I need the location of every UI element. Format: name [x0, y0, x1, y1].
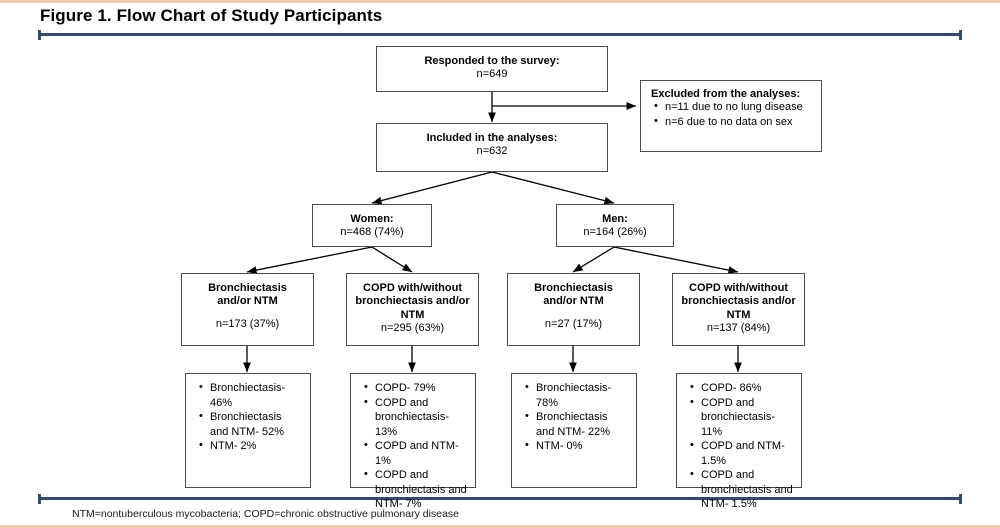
node-women-copd-value: n=295 (63%) — [380, 322, 445, 335]
divider-cap-left — [38, 494, 41, 504]
connector-men-to-bronchiectasis — [572, 246, 615, 273]
node-men-bronchiectasis-line-1: and/or NTM — [543, 295, 604, 308]
list-item: COPD and bronchiectasis and NTM- 1.5% — [690, 467, 793, 512]
node-women-copd-line-1: bronchiectasis and/or — [355, 295, 470, 308]
list-item: Bronchiectasis- 46% — [199, 380, 302, 410]
divider-cap-right — [959, 494, 962, 504]
node-men-bronchiectasis-line-0: Bronchiectasis — [534, 282, 613, 294]
node-women-copd-line-0: COPD with/without — [363, 282, 462, 294]
node-included-in-analyses: Included in the analyses: n=632 — [376, 123, 608, 172]
node-women: Women: n=468 (74%) — [312, 204, 432, 247]
list-item: COPD and bronchiectasis and NTM- 7% — [364, 467, 467, 512]
divider-bar — [38, 33, 962, 36]
list-item: Bronchiectasis and NTM- 52% — [199, 409, 302, 439]
figure-bottom-divider — [38, 494, 962, 504]
node-men-copd-line-0: COPD with/without — [689, 282, 788, 294]
node-women-copd-detail: COPD- 79% COPD and bronchiectasis- 13% C… — [350, 373, 476, 510]
node-excluded-header: Excluded from the analyses: — [651, 88, 801, 100]
node-men-value: n=164 (26%) — [583, 226, 647, 239]
list-item: COPD and bronchiectasis- 11% — [690, 395, 793, 440]
connector-men-to-copd — [613, 246, 739, 274]
node-men-header: Men: — [602, 213, 628, 225]
divider-bar — [38, 497, 962, 500]
list-item: COPD- 79% — [364, 380, 467, 396]
node-included-header: Included in the analyses: — [426, 132, 558, 144]
figure-top-divider — [38, 30, 962, 40]
list-item: COPD and NTM- 1.5% — [690, 438, 793, 468]
node-responded-value: n=649 — [476, 68, 508, 81]
node-women-value: n=468 (74%) — [340, 226, 404, 239]
node-men-bronchiectasis-detail: Bronchiectasis- 78% Bronchiectasis and N… — [511, 373, 637, 488]
node-women-bronchiectasis-line-0: Bronchiectasis — [208, 282, 287, 294]
page-bottom-accent-rule — [0, 525, 1000, 528]
list-item: n=11 due to no lung disease — [654, 99, 813, 115]
node-men-copd-detail-list: COPD- 86% COPD and bronchiectasis- 11% C… — [687, 380, 793, 512]
list-item: NTM- 0% — [525, 438, 628, 454]
node-responded-header: Responded to the survey: — [424, 55, 560, 67]
node-women-bronchiectasis-value: n=173 (37%) — [215, 317, 280, 330]
node-included-value: n=632 — [476, 145, 508, 158]
node-women-header: Women: — [350, 213, 394, 225]
connector-included-to-women — [371, 171, 493, 205]
list-item: COPD and NTM-1% — [364, 438, 467, 468]
connector-women-to-bronchiectasis — [246, 246, 373, 274]
list-item: NTM- 2% — [199, 438, 302, 454]
node-men-copd-line-2: NTM — [726, 308, 751, 321]
node-men: Men: n=164 (26%) — [556, 204, 674, 247]
connector-included-to-men — [491, 171, 615, 205]
list-item: Bronchiectasis and NTM- 22% — [525, 409, 628, 439]
list-item: n=6 due to no data on sex — [654, 114, 813, 130]
node-women-bronchiectasis-line-1: and/or NTM — [217, 295, 278, 308]
connector-women-to-copd — [371, 246, 413, 273]
list-item: COPD- 86% — [690, 380, 793, 396]
node-women-bronchiectasis: Bronchiectasis and/or NTM n=173 (37%) — [181, 273, 314, 346]
figure-footnote: NTM=nontuberculous mycobacteria; COPD=ch… — [72, 508, 459, 520]
node-responded-to-survey: Responded to the survey: n=649 — [376, 46, 608, 92]
divider-cap-left — [38, 30, 41, 40]
node-excluded-from-analyses: Excluded from the analyses: n=11 due to … — [640, 80, 822, 152]
node-women-bronchiectasis-detail-list: Bronchiectasis- 46% Bronchiectasis and N… — [196, 380, 302, 454]
node-men-copd-detail: COPD- 86% COPD and bronchiectasis- 11% C… — [676, 373, 802, 510]
node-women-bronchiectasis-detail: Bronchiectasis- 46% Bronchiectasis and N… — [185, 373, 311, 488]
node-men-copd-value: n=137 (84%) — [706, 322, 771, 335]
list-item: Bronchiectasis- 78% — [525, 380, 628, 410]
list-item: COPD and bronchiectasis- 13% — [364, 395, 467, 440]
node-men-copd-line-1: bronchiectasis and/or — [681, 295, 796, 308]
page-top-accent-rule — [0, 0, 1000, 3]
divider-cap-right — [959, 30, 962, 40]
node-men-bronchiectasis-detail-list: Bronchiectasis- 78% Bronchiectasis and N… — [522, 380, 628, 454]
node-women-copd-detail-list: COPD- 79% COPD and bronchiectasis- 13% C… — [361, 380, 467, 512]
node-excluded-list: n=11 due to no lung disease n=6 due to n… — [651, 99, 813, 130]
node-men-copd: COPD with/without bronchiectasis and/or … — [672, 273, 805, 346]
figure-title: Figure 1. Flow Chart of Study Participan… — [40, 6, 383, 25]
node-women-copd: COPD with/without bronchiectasis and/or … — [346, 273, 479, 346]
node-men-bronchiectasis-value: n=27 (17%) — [544, 317, 603, 330]
node-men-bronchiectasis: Bronchiectasis and/or NTM n=27 (17%) — [507, 273, 640, 346]
node-women-copd-line-2: NTM — [400, 308, 425, 321]
